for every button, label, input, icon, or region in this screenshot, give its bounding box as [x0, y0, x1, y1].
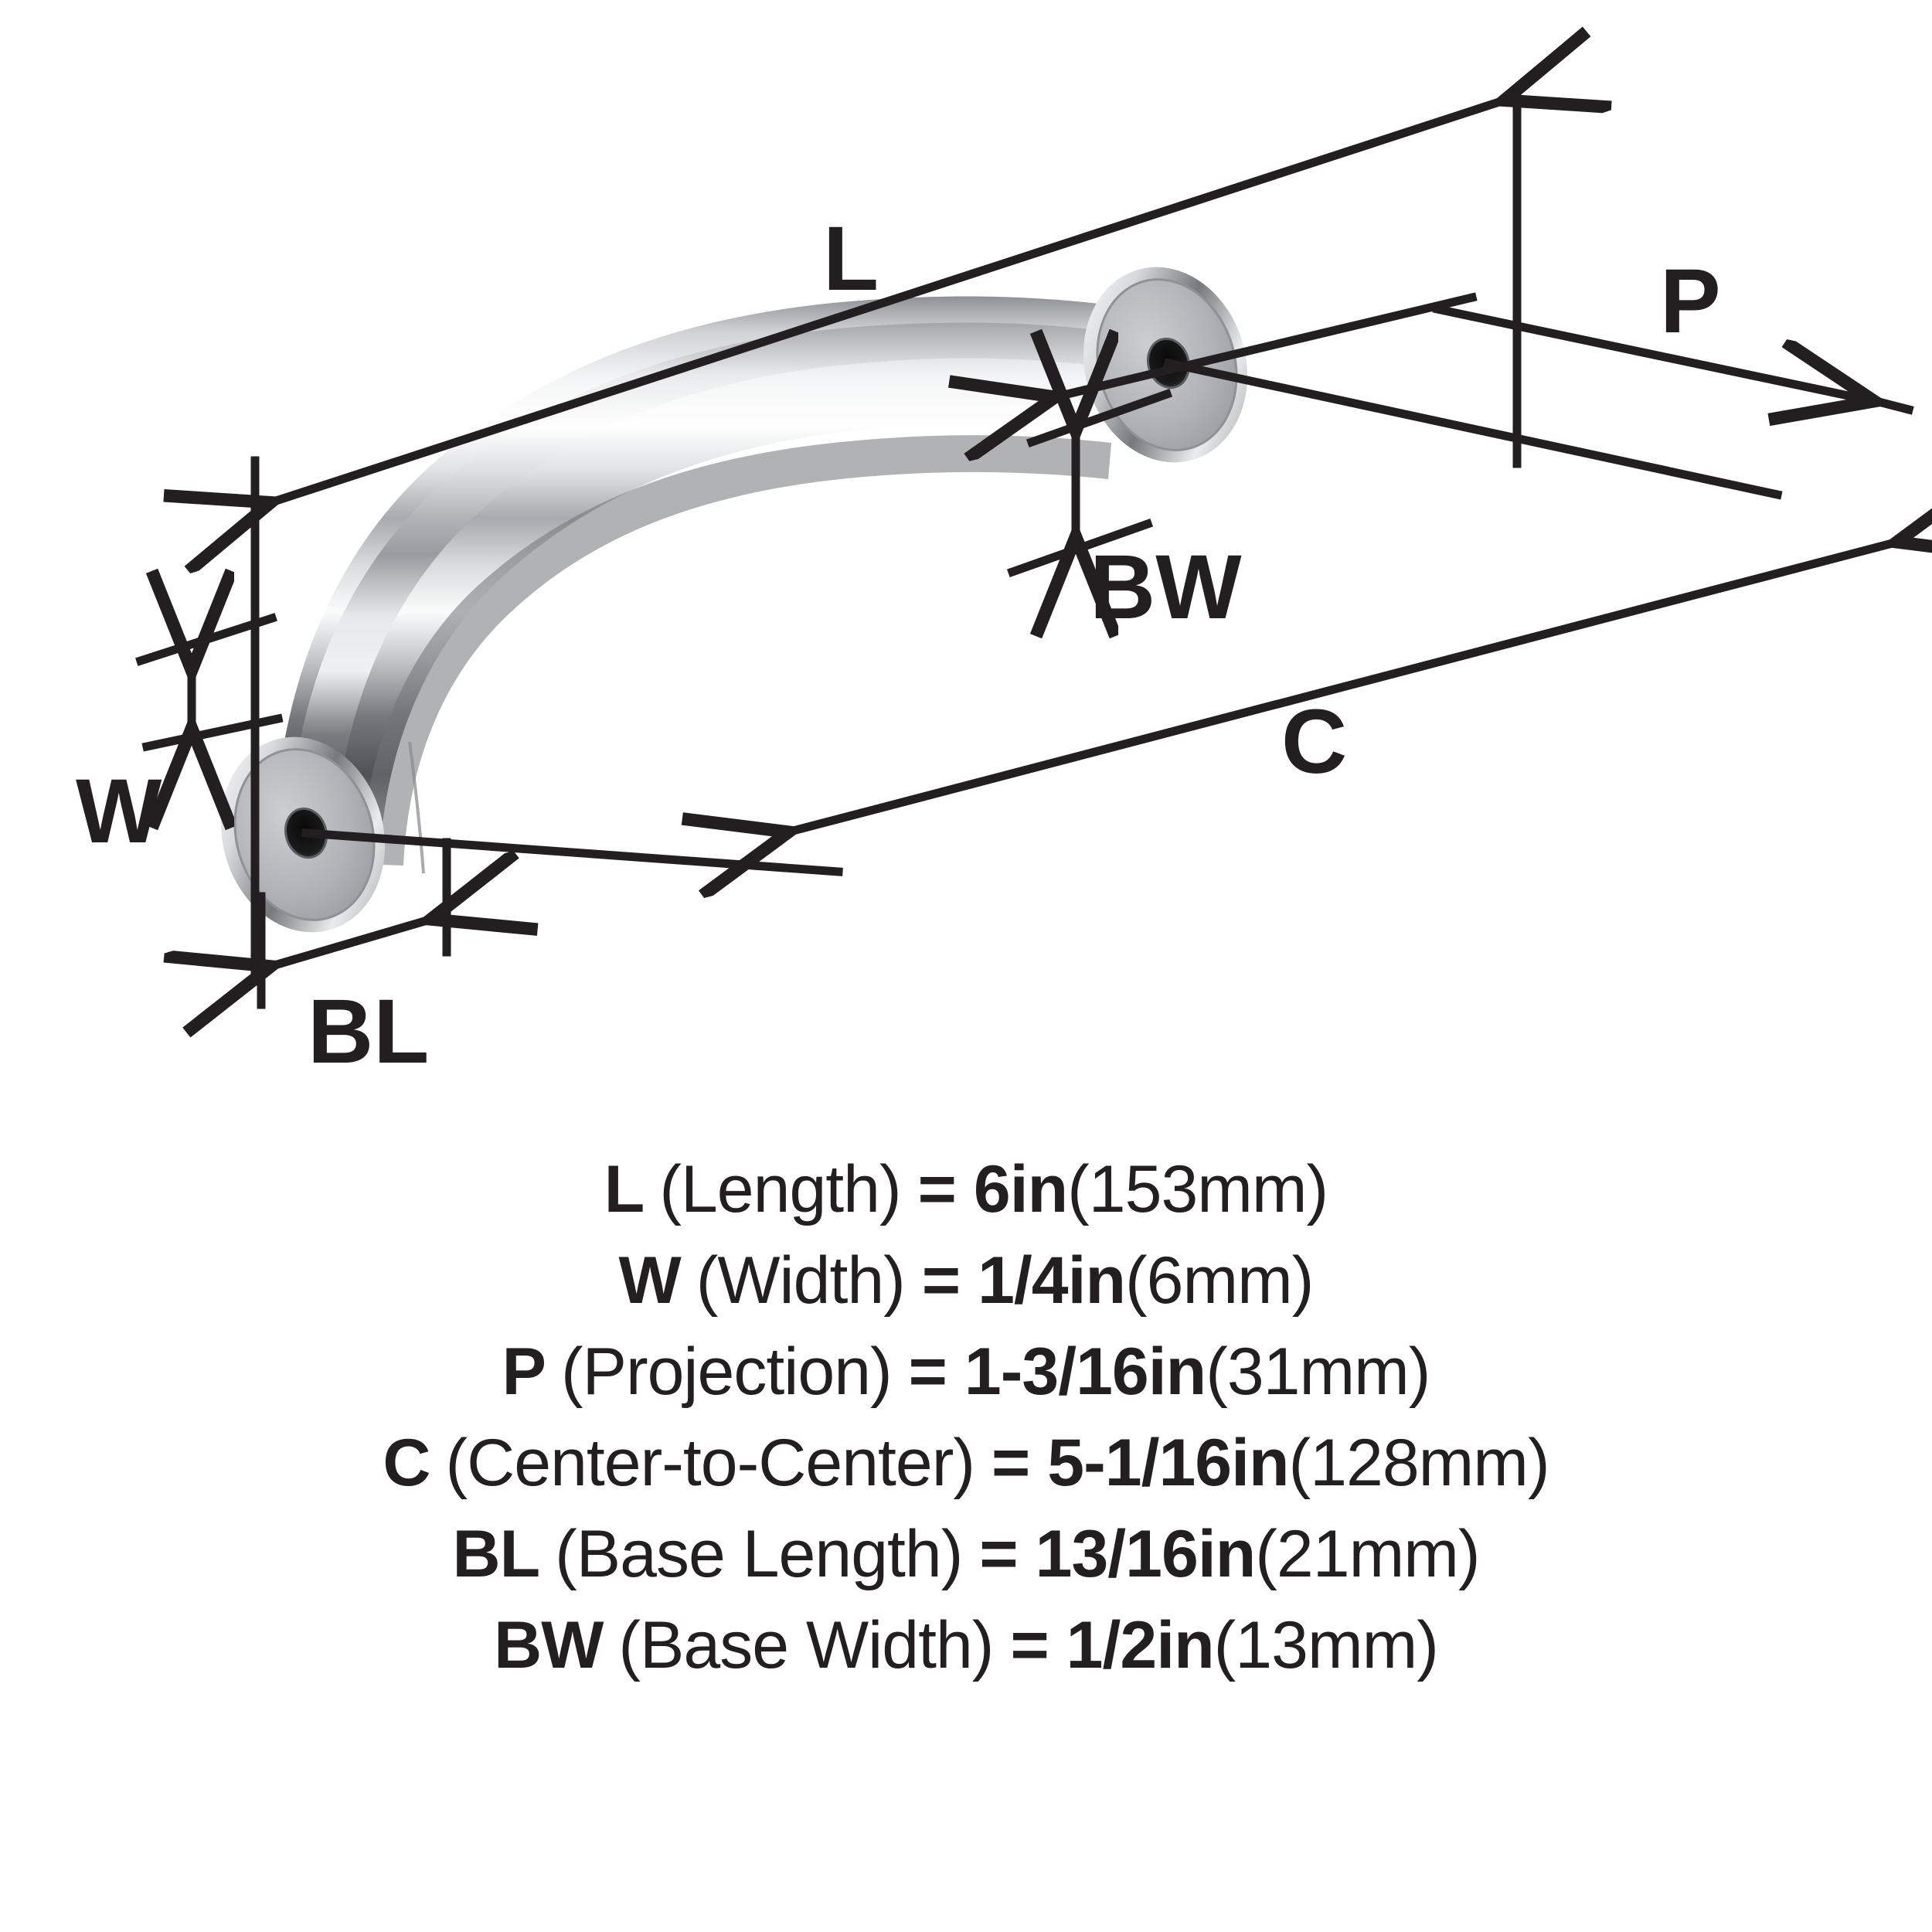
spec-value-in-W: 1/4in — [978, 1243, 1126, 1318]
spec-value-mm-C: (128mm) — [1288, 1426, 1550, 1500]
diagram-svg: L P BW C W BL — [76, 0, 1932, 1083]
dimension-line-L — [267, 99, 1509, 504]
dimension-line-BL — [267, 918, 435, 968]
bw-witness-upper — [1026, 388, 1173, 448]
w-witness-upper — [135, 613, 277, 666]
spec-value-W: 1/4in(6mm) — [978, 1235, 1314, 1326]
spec-code-W: W — [618, 1243, 682, 1318]
spec-name-BW: (Base Width) — [618, 1608, 994, 1682]
spec-row-C: C (Center-to-Center) = 5-1/16in(128mm) — [383, 1417, 1549, 1509]
spec-value-mm-BW: (13mm) — [1213, 1608, 1439, 1682]
spec-value-in-P: 1-3/16in — [964, 1335, 1206, 1409]
spec-value-P: 1-3/16in(31mm) — [964, 1326, 1431, 1417]
spec-name-P: (Projection) — [560, 1335, 893, 1409]
spec-name-C: (Center-to-Center) — [445, 1426, 976, 1500]
spec-name-L: (Length) — [659, 1152, 901, 1226]
dimension-lines — [135, 91, 1914, 1005]
spec-value-in-L: 6in — [973, 1152, 1068, 1226]
spec-value-mm-BL: (21mm) — [1255, 1517, 1480, 1591]
dimension-label-L: L — [823, 208, 879, 310]
spec-value-BW: 1/2in(13mm) — [1066, 1600, 1439, 1691]
c-witness-left — [301, 828, 843, 876]
w-witness-lower — [141, 713, 284, 752]
spec-row-W: W (Width) = 1/4in(6mm) — [618, 1235, 1315, 1326]
spec-equals-P: = — [908, 1335, 947, 1409]
spec-equals-BL: = — [979, 1517, 1019, 1591]
dimension-label-P: P — [1660, 250, 1721, 352]
dimension-label-BL: BL — [308, 981, 429, 1083]
spec-equals-BW: = — [1010, 1608, 1049, 1682]
dimension-label-C: C — [1281, 691, 1347, 793]
spec-code-BW: BW — [494, 1608, 604, 1682]
dimension-line-C — [784, 541, 1901, 833]
spec-row-L: L (Length) = 6in(153mm) — [604, 1144, 1328, 1235]
dimension-line-P-lower — [1432, 304, 1870, 400]
dimension-diagram: L P BW C W BL — [76, 0, 1932, 1083]
dimension-label-BW: BW — [1090, 536, 1242, 638]
spec-equals-W: = — [921, 1243, 961, 1318]
spec-name-BL: (Base Length) — [555, 1517, 963, 1591]
dimension-label-W: W — [76, 760, 162, 862]
dimension-line-P-upper — [1051, 292, 1478, 398]
spec-value-mm-W: (6mm) — [1125, 1243, 1314, 1318]
spec-code-BL: BL — [452, 1517, 541, 1591]
spec-row-P: P (Projection) = 1-3/16in(31mm) — [502, 1326, 1431, 1417]
specification-list: L (Length) = 6in(153mm) W (Width) = 1/4i… — [0, 1144, 1932, 1917]
spec-value-C: 5-1/16in(128mm) — [1047, 1417, 1549, 1509]
spec-code-L: L — [604, 1152, 645, 1226]
spec-value-in-BL: 13/16in — [1035, 1517, 1257, 1591]
spec-equals-C: = — [992, 1426, 1031, 1500]
spec-equals-L: = — [917, 1152, 957, 1226]
dimension-line-P-tick — [1849, 390, 1914, 415]
spec-value-BL: 13/16in(21mm) — [1035, 1509, 1481, 1600]
spec-code-P: P — [502, 1335, 546, 1409]
spec-value-L: 6in(153mm) — [974, 1144, 1328, 1235]
spec-row-BL: BL (Base Length) = 13/16in(21mm) — [452, 1509, 1481, 1600]
spec-value-in-BW: 1/2in — [1066, 1608, 1215, 1682]
spec-value-mm-L: (153mm) — [1067, 1152, 1328, 1226]
spec-value-mm-P: (31mm) — [1206, 1335, 1430, 1409]
spec-row-BW: BW (Base Width) = 1/2in(13mm) — [494, 1600, 1439, 1691]
c-witness-right — [1163, 358, 1783, 500]
spec-value-in-C: 5-1/16in — [1047, 1426, 1289, 1500]
spec-name-W: (Width) — [696, 1243, 906, 1318]
spec-code-C: C — [383, 1426, 430, 1500]
